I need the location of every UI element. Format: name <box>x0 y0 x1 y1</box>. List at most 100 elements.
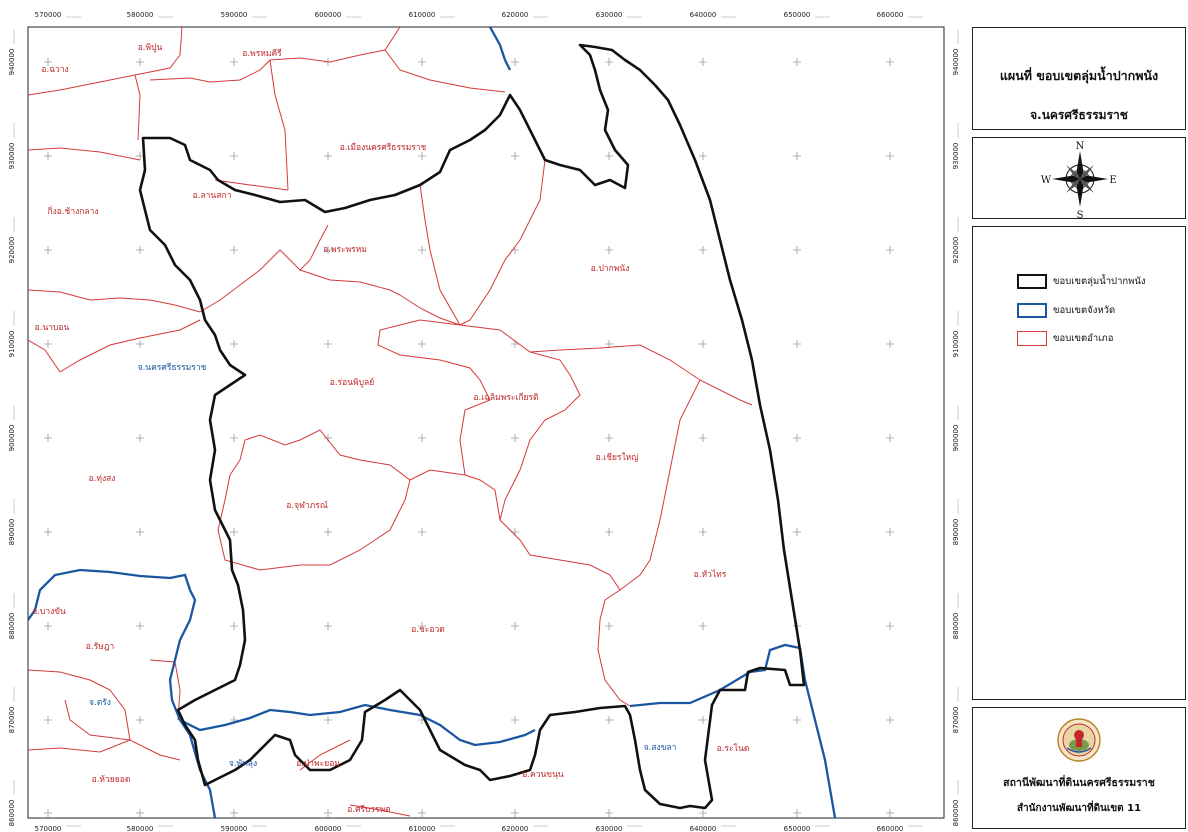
grid-cross <box>793 152 801 160</box>
y-tick-label-left: 920000 <box>8 237 16 264</box>
grid-cross <box>136 622 144 630</box>
grid-cross <box>44 246 52 254</box>
district-label: อ.ฉวาง <box>41 65 68 75</box>
grid-cross <box>605 246 613 254</box>
y-tick-label-left: 900000 <box>8 425 16 452</box>
grid-cross <box>793 528 801 536</box>
grid-cross <box>418 809 426 817</box>
grid-cross <box>230 58 238 66</box>
district-label: อ.ร่อนพิบูลย์ <box>330 377 374 388</box>
map-border <box>27 26 945 819</box>
legend-label: ขอบเขตอำเภอ <box>1053 332 1114 344</box>
district-label: อ.ลานสกา <box>193 191 232 201</box>
x-tick-label-top: 650000 <box>784 11 811 19</box>
grid-cross <box>699 152 707 160</box>
y-tick-label-right: 910000 <box>952 331 960 358</box>
grid-cross <box>605 340 613 348</box>
legend-swatch-district <box>1017 330 1047 346</box>
grid-cross <box>324 528 332 536</box>
y-tick-label-right: 940000 <box>952 49 960 76</box>
y-axis-right: 9400009300009200009100009000008900008800… <box>952 29 960 826</box>
grid-cross <box>324 622 332 630</box>
grid-cross <box>699 340 707 348</box>
province-label: จ.นครศรีธรรมราช <box>138 362 207 373</box>
y-tick-label-right: 870000 <box>952 707 960 734</box>
district-label: อ.ปากพนัง <box>591 264 630 274</box>
grid-cross <box>511 716 519 724</box>
organization-name: สถานีพัฒนาที่ดินนครศรีธรรมราช <box>1003 777 1155 789</box>
grid-cross <box>699 622 707 630</box>
y-tick-label-right: 920000 <box>952 237 960 264</box>
x-tick-label-top: 630000 <box>596 11 623 19</box>
district-label: อ.ระโนด <box>717 743 750 754</box>
grid-cross <box>44 809 52 817</box>
grid-cross <box>230 528 238 536</box>
basin-boundary[interactable] <box>138 43 806 810</box>
grid-cross <box>230 809 238 817</box>
grid-cross <box>44 58 52 66</box>
legend-label: ขอบเขตจังหวัด <box>1053 304 1116 316</box>
grid-cross <box>44 340 52 348</box>
grid-cross <box>418 58 426 66</box>
x-tick-label-bottom: 600000 <box>315 825 342 832</box>
grid-cross <box>793 809 801 817</box>
grid-cross <box>886 528 894 536</box>
grid-cross <box>230 246 238 254</box>
grid-cross <box>793 340 801 348</box>
x-tick-label-bottom: 570000 <box>35 825 62 832</box>
grid-cross <box>699 809 707 817</box>
district-label: อ.ป่าพะยอม <box>296 759 340 769</box>
grid-cross <box>699 58 707 66</box>
compass-rose-icon: N S E W <box>1041 141 1117 221</box>
y-tick-label-left: 870000 <box>8 707 16 734</box>
province-label: จ.ตรัง <box>89 698 111 708</box>
grid-cross <box>793 716 801 724</box>
grid-cross <box>886 434 894 442</box>
grid-cross <box>699 434 707 442</box>
grid-cross <box>44 528 52 536</box>
y-tick-label-left: 880000 <box>8 613 16 640</box>
grid-cross <box>511 152 519 160</box>
legend-item-district: ขอบเขตอำเภอ <box>1017 329 1113 347</box>
legend-swatch-basin <box>1017 273 1047 289</box>
legend-label: ขอบเขตลุ่มน้ำปากพนัง <box>1053 275 1146 287</box>
grid-cross <box>418 434 426 442</box>
grid-cross <box>511 622 519 630</box>
x-tick-label-bottom: 640000 <box>690 825 717 832</box>
grid-cross <box>418 340 426 348</box>
grid-cross <box>324 340 332 348</box>
grid-cross <box>793 434 801 442</box>
agency-seal-icon <box>1057 718 1101 762</box>
grid-cross <box>44 622 52 630</box>
grid-cross <box>886 152 894 160</box>
x-tick-label-bottom: 620000 <box>502 825 529 832</box>
grid-cross <box>136 340 144 348</box>
grid-cross <box>511 434 519 442</box>
grid-cross <box>886 622 894 630</box>
district-label: อ.ห้วยยอด <box>92 774 131 785</box>
x-tick-label-bottom: 630000 <box>596 825 623 832</box>
x-tick-label-bottom: 660000 <box>877 825 904 832</box>
grid-cross <box>418 246 426 254</box>
district-label: อ.พระพรหม <box>323 245 367 255</box>
x-tick-label-bottom: 580000 <box>127 825 154 832</box>
grid-cross <box>136 58 144 66</box>
legend-item-basin: ขอบเขตลุ่มน้ำปากพนัง <box>1017 272 1146 290</box>
grid-cross <box>886 246 894 254</box>
district-label: อ.เชียรใหญ่ <box>595 452 638 463</box>
y-tick-label-right: 890000 <box>952 519 960 546</box>
x-tick-label-top: 620000 <box>502 11 529 19</box>
grid-cross <box>605 716 613 724</box>
x-tick-label-bottom: 650000 <box>784 825 811 832</box>
x-tick-label-top: 610000 <box>409 11 436 19</box>
y-tick-label-left: 940000 <box>8 49 16 76</box>
y-tick-label-right: 860000 <box>952 800 960 827</box>
x-tick-label-top: 640000 <box>690 11 717 19</box>
y-tick-label-right: 880000 <box>952 613 960 640</box>
grid-cross <box>230 434 238 442</box>
organization-panel: สถานีพัฒนาที่ดินนครศรีธรรมราช สำนักงานพั… <box>972 707 1186 829</box>
